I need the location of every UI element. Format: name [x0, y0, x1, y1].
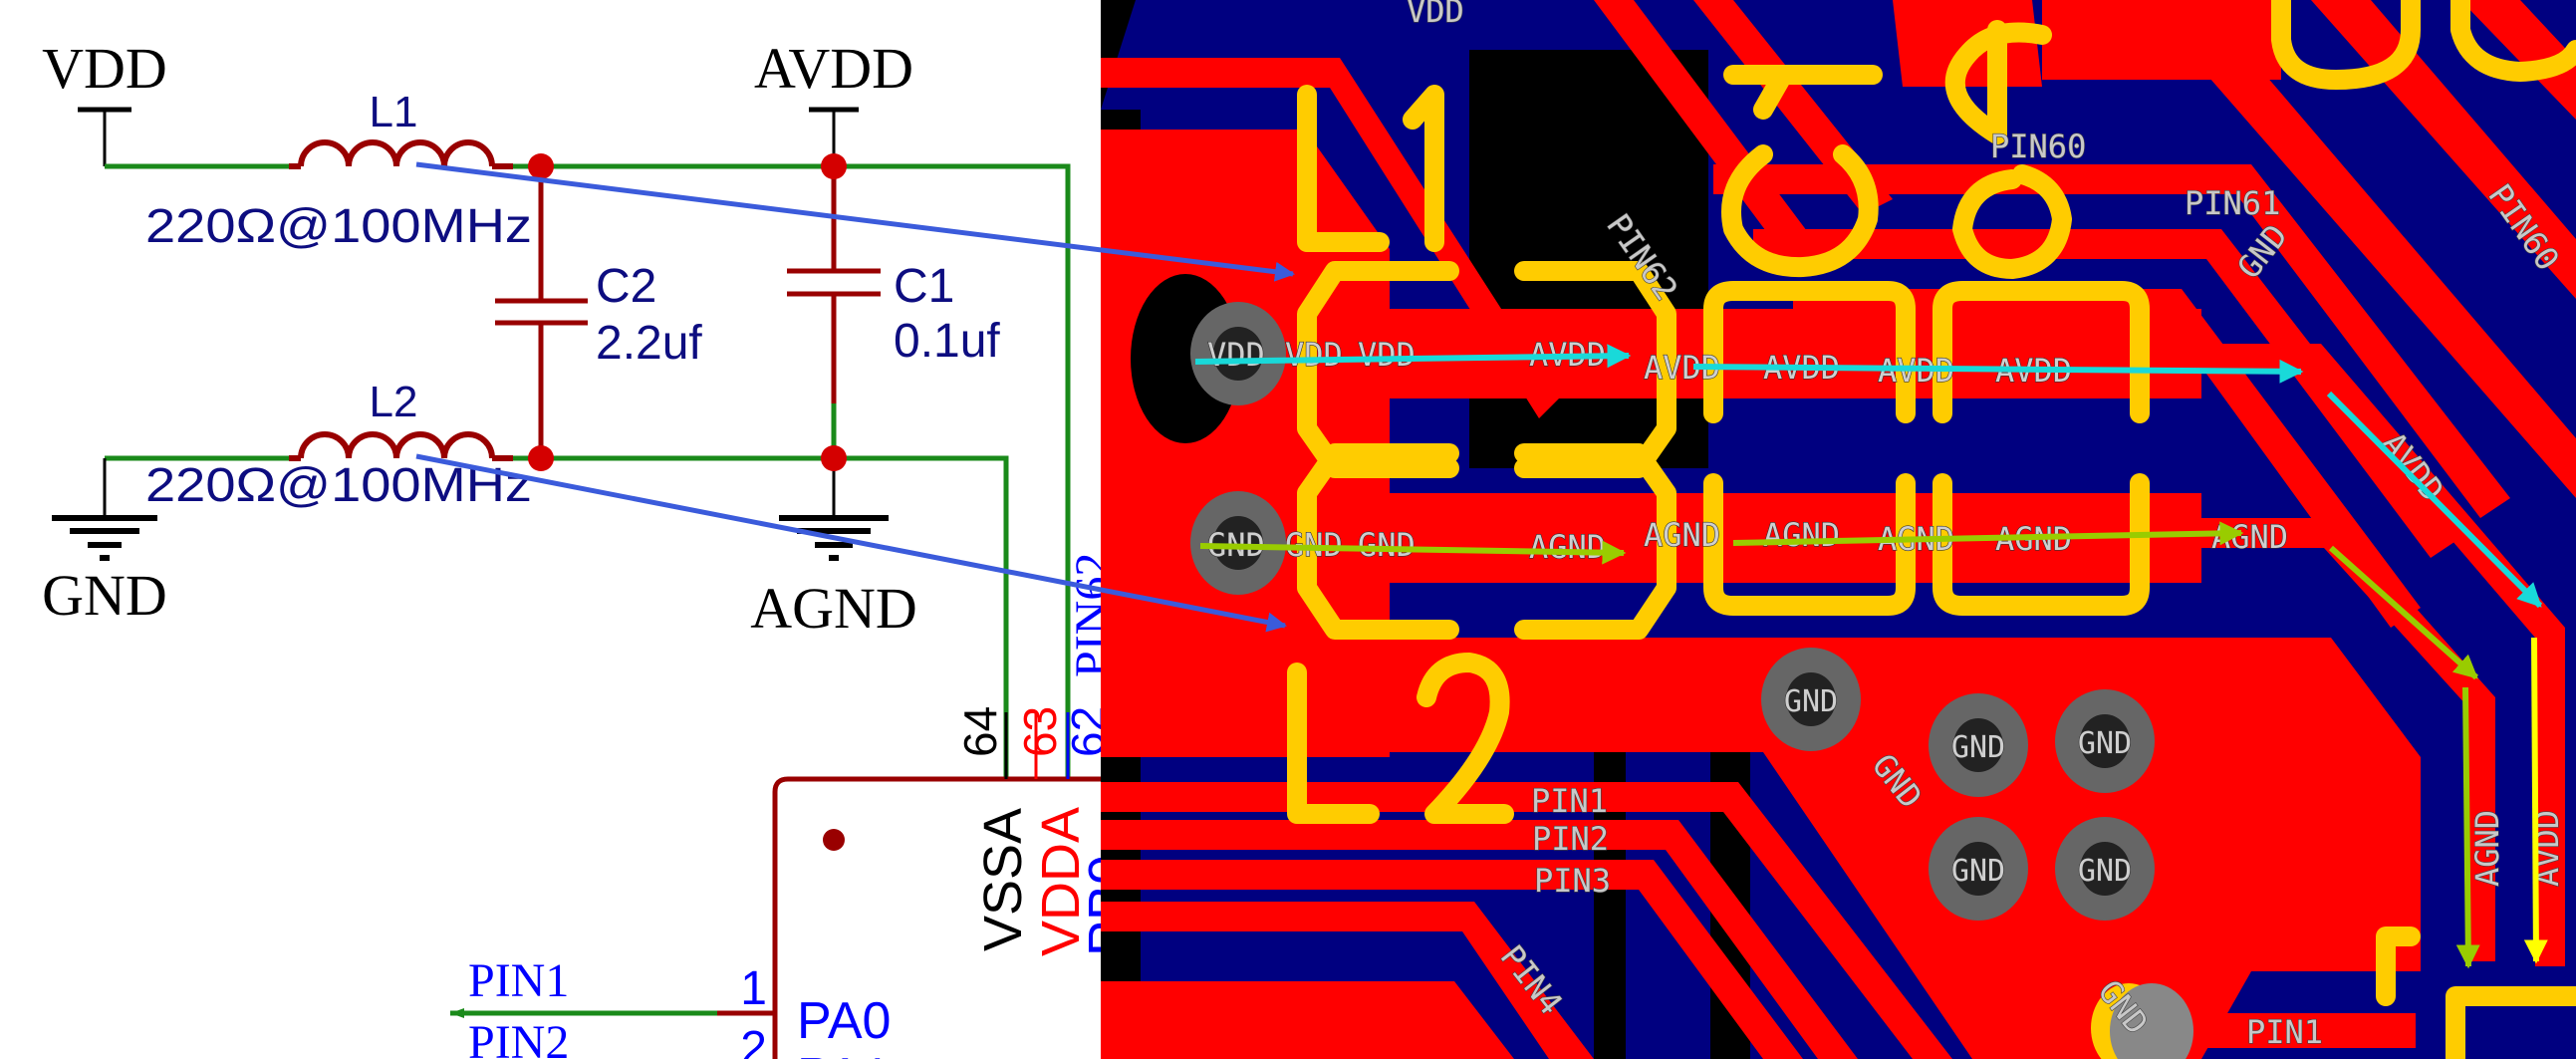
- junction-dot: [528, 445, 554, 471]
- via-label: GND: [2078, 854, 2132, 889]
- net-label-pin3: PIN3: [1534, 862, 1611, 900]
- silk-l2-letter-l: [1287, 662, 1380, 824]
- via-hole: [1786, 672, 1836, 726]
- wire-agnd-rail[interactable]: [513, 455, 1009, 777]
- via-labels: GND GND GND GND GND: [1783, 683, 2132, 889]
- pin-1-name: PA0: [797, 992, 891, 1050]
- arrow-agnd-row: [1732, 521, 2244, 546]
- via-hole: [1953, 842, 2003, 896]
- pin-64-number: 64: [954, 706, 1006, 757]
- pin2-net-label: PIN2: [468, 1016, 569, 1059]
- arrow-l2-to-pcb: [415, 453, 1287, 633]
- arrow-agnd-down: [2455, 686, 2480, 969]
- net-label-pin1: PIN1: [1531, 782, 1608, 820]
- silk-l2-digit-2: [1417, 653, 1514, 824]
- avdd-label: AVDD: [754, 36, 913, 101]
- inductor-l2-symbol[interactable]: [289, 431, 513, 461]
- arrow-vdd-to-avdd: [1194, 344, 1632, 369]
- pin-64-name: VSSA: [973, 808, 1033, 951]
- pad-label: AGND: [1644, 516, 1720, 554]
- pad-label: VDD: [1285, 336, 1343, 374]
- wire-avdd-rail[interactable]: [513, 163, 1071, 777]
- crossprobe-arrows: [415, 161, 2548, 969]
- avdd-power-port: AVDD: [754, 36, 913, 166]
- via-hole: [1213, 516, 1263, 570]
- pad-label: AGND: [1763, 516, 1840, 554]
- arrow-avdd-down: [2523, 637, 2548, 964]
- pad-label: VDD: [1358, 336, 1416, 374]
- net-label-agnd-vert: AGND: [2468, 810, 2506, 887]
- net-label-pin1-bottom: PIN1: [2246, 1013, 2323, 1051]
- c2-ref-label: C2: [596, 260, 656, 313]
- c1-ref-label: C1: [894, 260, 954, 313]
- pcb-panel: GND GND GND GND GND VDD VDD VDD AVDD AVD…: [1101, 0, 2576, 1059]
- junction-dot: [528, 153, 554, 179]
- l2-ref-label: L2: [370, 378, 418, 426]
- pin1-marker: [823, 829, 845, 851]
- via-label: GND: [1784, 684, 1838, 719]
- schematic-background: [0, 0, 1101, 1059]
- via-label: GND: [1951, 730, 2005, 765]
- schematic-panel: VDD L1 220Ω@100MHz AVDD C2 2.2uf: [0, 0, 1138, 1059]
- via-group[interactable]: [1131, 274, 2193, 1059]
- net-label-agnd: AGND: [2211, 518, 2288, 556]
- pin-2-number: 2: [740, 1022, 767, 1059]
- pin-1-number: 1: [740, 962, 767, 1015]
- silk-l1-digit-1: [1403, 85, 1444, 252]
- pin-63-number: 63: [1014, 706, 1066, 757]
- net-label-pin2: PIN2: [1532, 820, 1609, 858]
- gnd-power-port: [52, 458, 157, 561]
- vdd-label: VDD: [42, 36, 167, 101]
- pin-63-name: VDDA: [1031, 807, 1091, 956]
- via-hole: [2080, 842, 2130, 896]
- arrow-agnd-diag: [2329, 545, 2478, 680]
- l1-value-label: 220Ω@100MHz: [145, 200, 532, 253]
- junction-dot: [821, 153, 847, 179]
- vdd-power-port: VDD: [42, 36, 167, 166]
- pin1-net-label: PIN1: [468, 954, 569, 1007]
- via-label: GND: [2078, 726, 2132, 761]
- inductor-l1-symbol[interactable]: [289, 139, 513, 169]
- net-label-pin61: PIN61: [2185, 184, 2280, 222]
- capacitor-c2-symbol[interactable]: [495, 166, 588, 458]
- pad-label: AGND: [1529, 528, 1606, 566]
- net-label-vdd: VDD: [1407, 0, 1464, 30]
- arrow-avdd-row: [1692, 359, 2304, 384]
- pad-label: GND: [1358, 526, 1416, 564]
- via-hole: [1213, 327, 1263, 381]
- silkscreen: [1287, 0, 2576, 1059]
- net-label-pin60: PIN60: [1990, 128, 2086, 165]
- silk-l1-letter-l: [1297, 85, 1390, 252]
- c2-value-label: 2.2uf: [596, 317, 702, 370]
- arrow-gnd-to-agnd: [1199, 540, 1627, 565]
- pin-2-name: PA1: [797, 1048, 891, 1059]
- via-hole: [2080, 714, 2130, 768]
- c1-value-label: 0.1uf: [894, 315, 1000, 368]
- arrow-l1-to-pcb: [415, 161, 1295, 282]
- via-hole: [1953, 718, 2003, 772]
- via-label: GND: [1951, 854, 2005, 889]
- arrow-avdd-diag: [2326, 391, 2543, 609]
- pad-label: VDD: [1207, 336, 1265, 374]
- junction-dot: [821, 445, 847, 471]
- gnd-label: GND: [42, 563, 167, 628]
- capacitor-c1-symbol[interactable]: [787, 166, 881, 403]
- agnd-label: AGND: [750, 576, 917, 641]
- l1-ref-label: L1: [370, 88, 418, 136]
- via-gnd-bottom[interactable]: [2110, 983, 2193, 1059]
